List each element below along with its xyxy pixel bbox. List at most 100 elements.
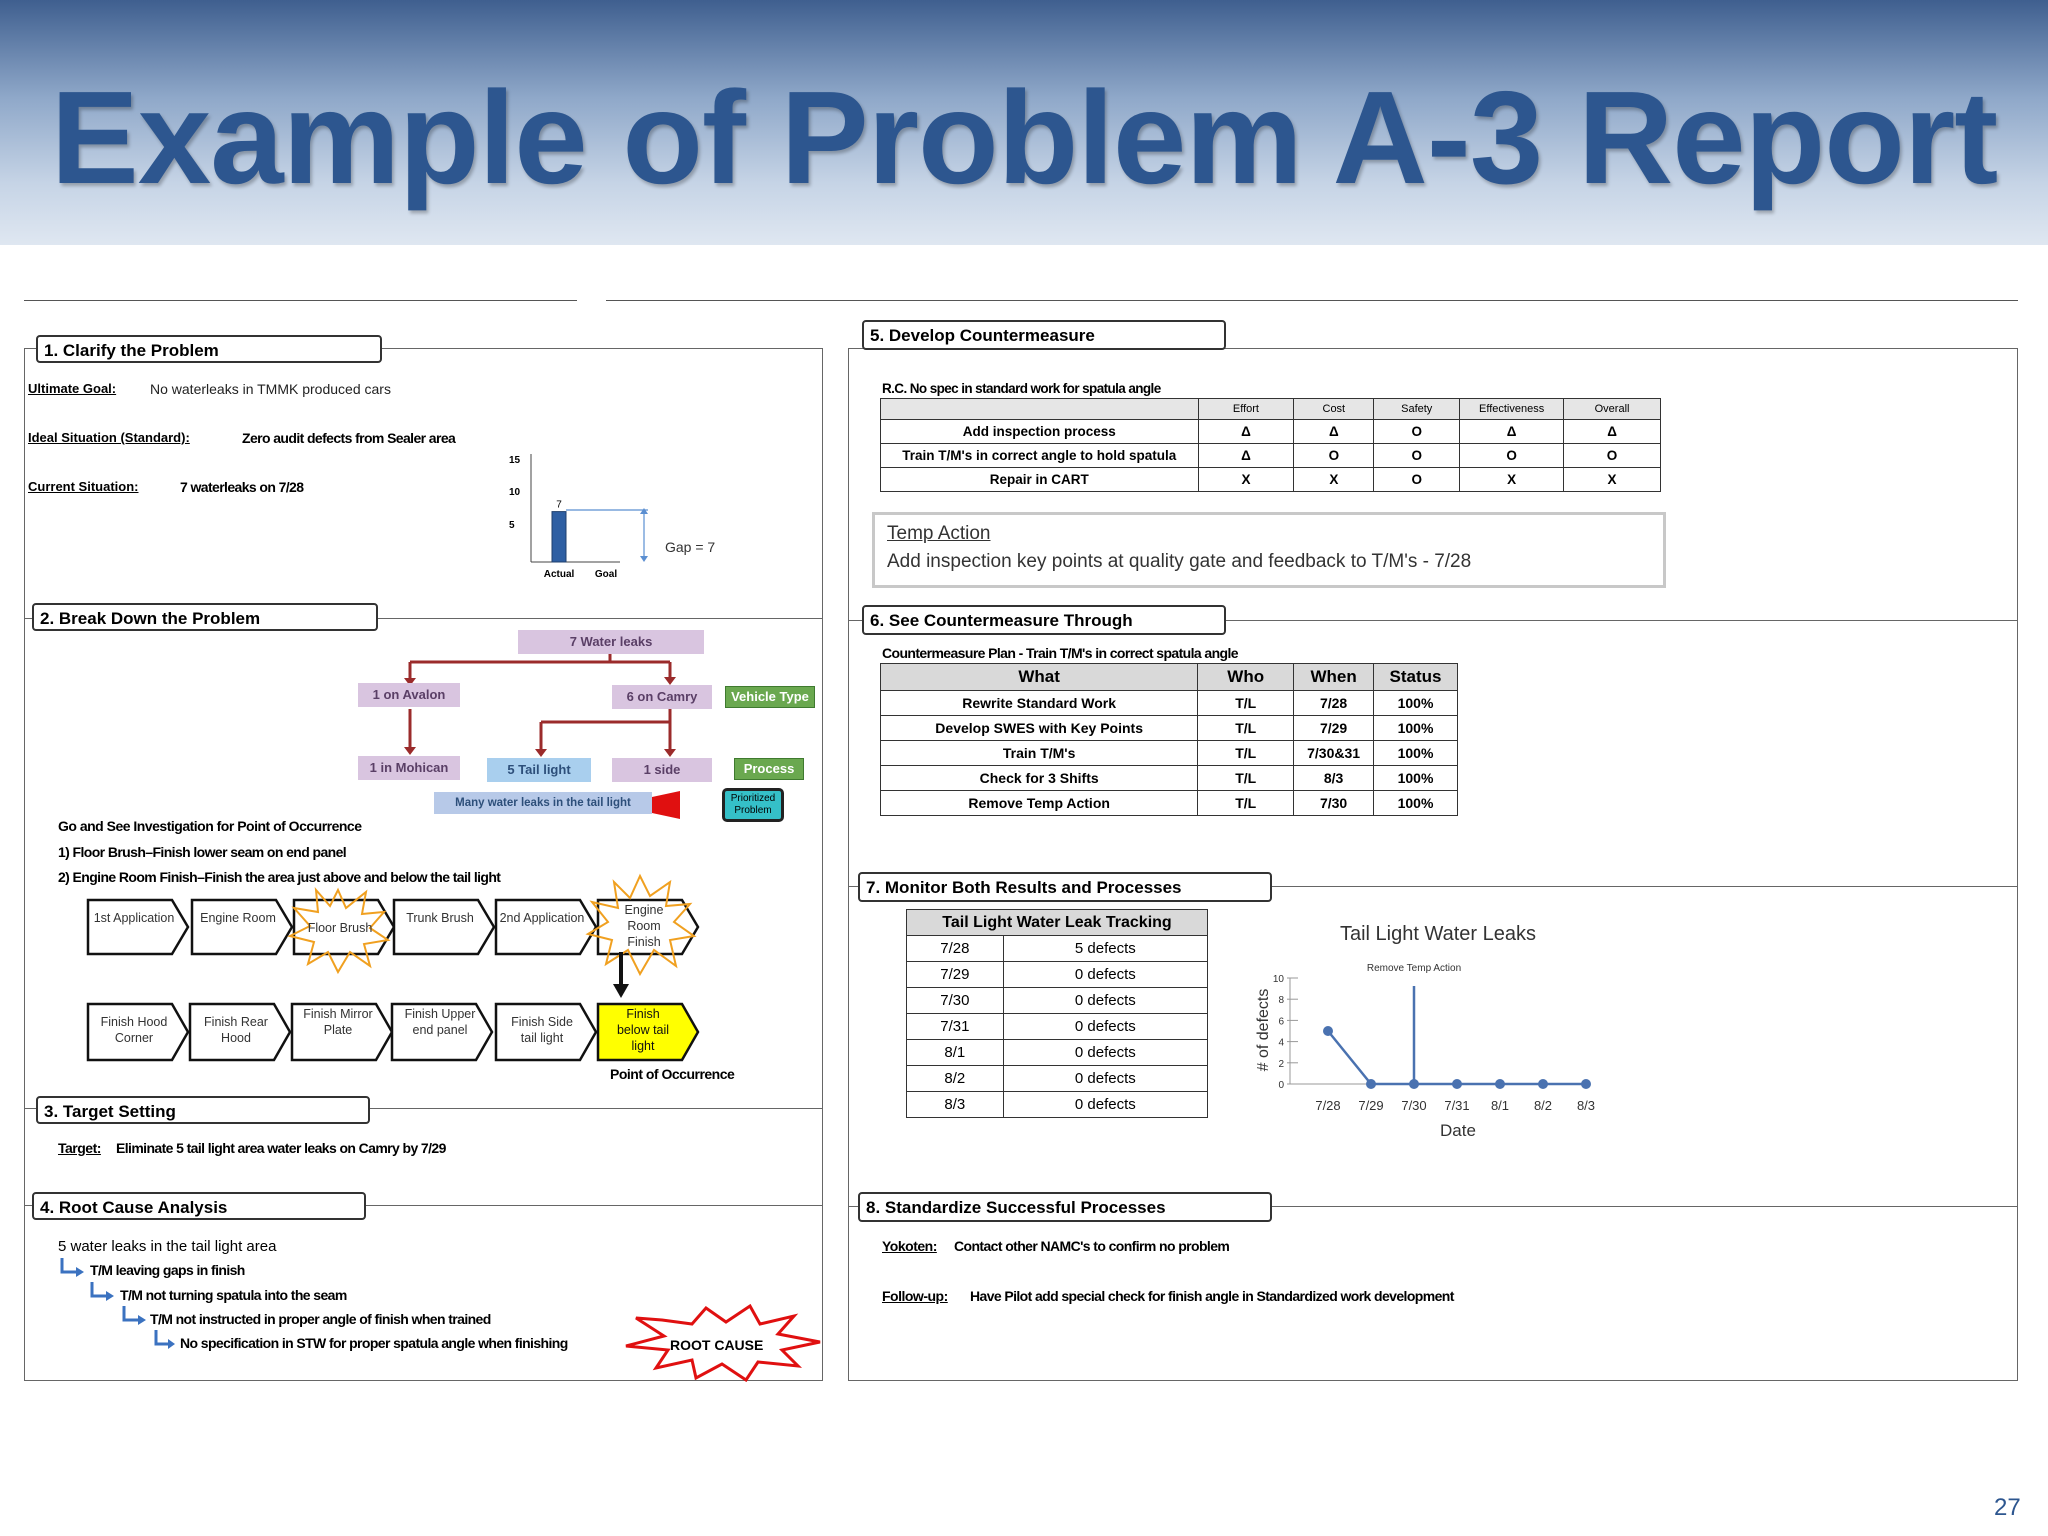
x-tick-label: 8/3 [1577,1098,1595,1113]
column-header: What [879,663,1199,691]
tree-tail-light: 5 Tail light [487,758,591,782]
root-cause-level-4: No specification in STW for proper spatu… [180,1335,568,1351]
temp-action-title: Temp Action [887,523,991,544]
section-divider [848,620,2017,621]
page-number: 27 [1994,1494,2021,1521]
tree-mohican: 1 in Mohican [358,756,460,780]
chart-title: Tail Light Water Leaks [1340,923,1536,945]
column-header: Who [1197,663,1295,691]
root-cause-burst [625,1303,821,1382]
tree-camry: 6 on Camry [612,685,712,709]
y-tick-label: 0 [1278,1080,1284,1091]
flow-step: Finish Hood Corner [100,1015,168,1045]
temp-action-box: Temp Action Add inspection key points at… [872,512,1666,588]
table-row: Train T/M's in correct angle to hold spa… [880,443,1661,468]
root-cause-level-2: T/M not turning spatula into the seam [120,1287,347,1303]
flow-step: Finish Mirror Plate [303,1007,373,1037]
ytick-label: 15 [509,455,521,466]
column-header: Overall [1563,398,1661,420]
section-2-heading: 2. Break Down the Problem [32,603,378,631]
y-tick-label: 6 [1278,1016,1284,1027]
tree-many-leaks: Many water leaks in the tail light [434,792,652,814]
investigation-item: 1) Floor Brush–Finish lower seam on end … [58,844,347,860]
process-flow [86,873,700,1062]
column-header: When [1293,663,1375,691]
title-banner [0,0,2048,245]
temp-action-text: Add inspection key points at quality gat… [887,551,1472,572]
section-5-heading: 5. Develop Countermeasure [862,320,1226,350]
y-tick-label: 10 [1273,974,1285,985]
right-panel [848,348,2018,1381]
column-header: Effort [1197,398,1295,420]
series-line [1327,1030,1586,1086]
annotation-label: Remove Temp Action [1367,963,1461,974]
y-axis-label: # of defects [1255,989,1272,1072]
left-panel [24,348,823,1381]
target-label: Target: [58,1140,101,1156]
divider [24,300,577,301]
y-tick-label: 2 [1278,1059,1284,1070]
breakdown-tree-lines [404,651,680,819]
column-header: Cost [1293,398,1375,420]
flow-step: Finish Upper end panel [404,1007,476,1037]
ytick-label: 10 [509,487,521,498]
investigation-item: 2) Engine Room Finish–Finish the area ju… [58,869,501,885]
flow-step: Finish Side tail light [511,1015,573,1045]
column-header: Status [1373,663,1458,691]
page-title: Example of Problem A-3 Report [50,64,1999,211]
root-cause-label: ROOT CAUSE [670,1337,764,1353]
countermeasure-matrix: Effort Cost Safety Effectiveness Overall… [880,398,1661,492]
flow-step: Engine Room Finish [624,903,664,949]
root-cause-arrows [60,1258,175,1349]
section-divider [848,1206,2017,1207]
ideal-label: Ideal Situation (Standard): [28,430,190,445]
bar-actual [551,511,567,563]
root-cause-statement: R.C. No spec in standard work for spatul… [882,381,1161,396]
section-divider [848,886,2017,887]
flow-step: 1st Application [93,911,175,925]
flow-step: 2nd Application [499,911,585,925]
matrix-corner [880,398,1199,420]
flow-step: Floor Brush [307,921,373,935]
ytick-label: 5 [509,520,515,531]
current-label: Current Situation: [28,479,139,494]
root-cause-level-1: T/M leaving gaps in finish [90,1262,245,1278]
red-arrow [652,791,680,819]
tree-avalon: 1 on Avalon [358,683,460,707]
x-tick-label: 8/1 [1491,1098,1509,1113]
section-3-heading: 3. Target Setting [36,1096,370,1124]
data-point [1323,1026,1333,1036]
target-value: Eliminate 5 tail light area water leaks … [116,1140,446,1156]
goal-value: No waterleaks in TMMK produced cars [150,381,391,397]
yokoten-value: Contact other NAMC's to confirm no probl… [954,1238,1230,1254]
bar-value-label: 7 [556,500,562,511]
followup-label: Follow-up: [882,1288,948,1304]
data-point [1452,1079,1462,1089]
data-point [1366,1079,1376,1089]
goal-label: Ultimate Goal: [28,381,117,396]
x-tick-label: 8/2 [1534,1098,1552,1113]
tree-side: 1 side [612,758,712,782]
section-divider [24,1205,822,1206]
tracking-table-title: Tail Light Water Leak Tracking [906,909,1208,936]
vehicle-type-tag: Vehicle Type [725,686,815,708]
yokoten-label: Yokoten: [882,1238,937,1254]
column-header: Safety [1373,398,1461,420]
tree-root: 7 Water leaks [518,630,704,654]
x-label-actual: Actual [544,569,575,580]
followup-value: Have Pilot add special check for finish … [970,1288,1454,1304]
section-divider [24,1108,822,1109]
column-header: Effectiveness [1459,398,1565,420]
data-point [1538,1079,1548,1089]
